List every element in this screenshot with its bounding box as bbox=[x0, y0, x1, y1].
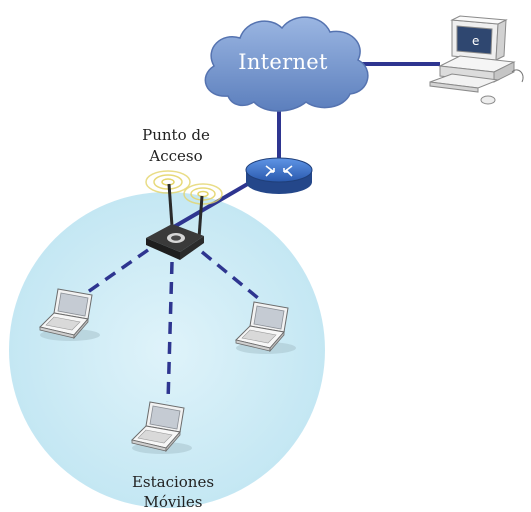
internet-label: Internet bbox=[238, 50, 328, 74]
laptop-icon-bottom bbox=[131, 401, 192, 454]
access-point-label-line1: Punto de bbox=[142, 126, 210, 144]
coverage-area bbox=[9, 192, 325, 508]
svg-text:e: e bbox=[472, 34, 479, 48]
wireless-links bbox=[80, 248, 260, 403]
access-point-label: Punto de Acceso bbox=[126, 125, 226, 167]
wireless-link-left bbox=[80, 248, 150, 298]
desktop-computer-icon: e bbox=[429, 15, 524, 105]
router-to-access-point-link bbox=[170, 176, 260, 230]
router-icon bbox=[245, 157, 313, 194]
mobile-stations-label-line2: Móviles bbox=[143, 493, 203, 511]
mobile-stations-label-line1: Estaciones bbox=[131, 473, 215, 491]
access-point-label-line2: Acceso bbox=[149, 147, 203, 165]
wireless-link-bottom bbox=[166, 261, 174, 403]
wired-links bbox=[170, 62, 440, 230]
mobile-stations-label: Estaciones Móviles bbox=[118, 472, 228, 512]
internet-cloud bbox=[204, 16, 369, 112]
access-point-icon bbox=[146, 183, 204, 260]
wireless-link-right bbox=[200, 250, 260, 300]
mobile-stations bbox=[39, 288, 296, 454]
laptop-icon-right bbox=[235, 301, 296, 354]
laptop-icon-left bbox=[39, 288, 100, 341]
